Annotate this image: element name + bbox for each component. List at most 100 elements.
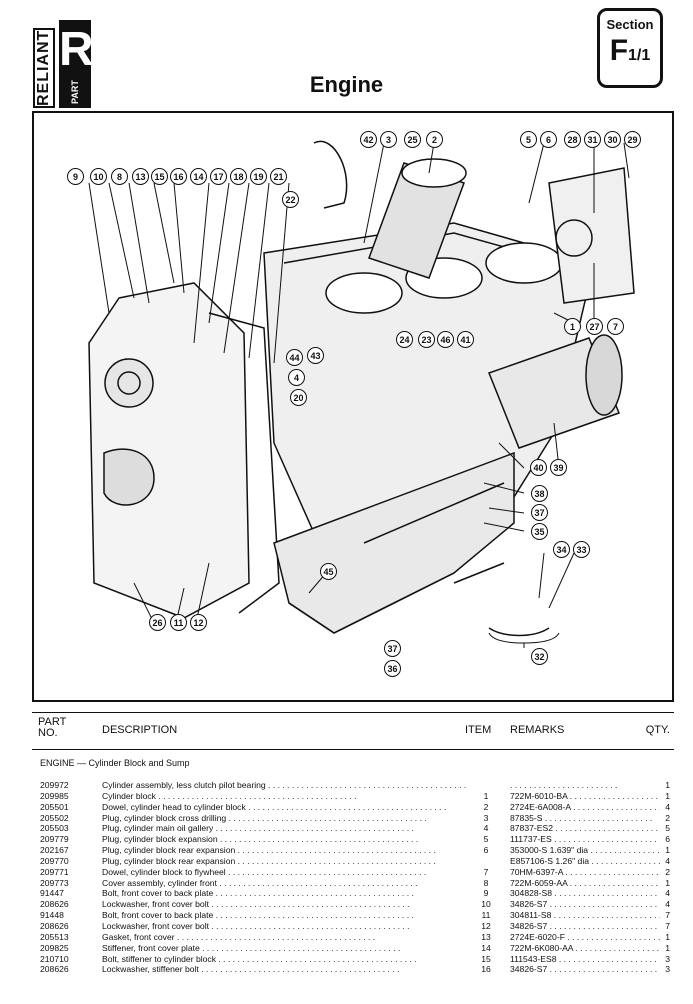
reliant-part-logo: RELIANT R PART [33,18,103,110]
part-description: Dowel, cylinder head to cylinder block .… [102,801,447,812]
part-no: 209985 [40,790,69,801]
callout-6: 6 [540,131,557,148]
item-number: 15 [481,953,491,964]
callout-15: 15 [151,168,168,185]
remarks: 34826-S7 . . . . . . . . . . . . . . . .… [510,899,658,910]
callout-23: 23 [418,331,435,348]
callout-18: 18 [230,168,247,185]
logo-r-box: R PART [59,20,94,108]
callout-34: 34 [553,541,570,558]
part-description: Dowel, cylinder block to flywheel . . . … [102,866,427,877]
item-number: 11 [481,910,491,921]
callout-32: 32 [531,648,548,665]
callout-3: 3 [380,131,397,148]
quantity: 7 [665,920,670,931]
page-title: Engine [309,72,384,97]
part-no: 208626 [40,899,69,910]
callout-13: 13 [132,168,149,185]
callout-9: 9 [67,168,84,185]
item-number: 5 [483,834,489,845]
part-no: 209770 [40,855,69,866]
callout-24: 24 [396,331,413,348]
callout-29: 29 [624,131,641,148]
item-number: 13 [481,931,491,942]
part-no: 205502 [40,812,69,823]
item-number: 8 [483,877,489,888]
quantity: 2 [665,866,670,877]
remarks: 87835-S . . . . . . . . . . . . . . . . … [510,812,653,823]
item-number: 9 [483,888,489,899]
remarks: 722M-6010-BA . . . . . . . . . . . . . .… [510,790,660,801]
callout-43: 43 [307,347,324,364]
part-description: Gasket, front cover . . . . . . . . . . … [102,931,376,942]
part-description: Cover assembly, cylinder front . . . . .… [102,877,418,888]
part-description: Plug, cylinder main oil gallery . . . . … [102,823,414,834]
part-no: 205503 [40,823,69,834]
part-no: 205513 [40,931,69,942]
quantity: 1 [665,780,670,790]
part-no: 208626 [40,920,69,931]
part-description: Plug, cylinder block expansion . . . . .… [102,834,419,845]
callout-11: 11 [170,614,187,631]
parts-table-header: PART NO. DESCRIPTION ITEM REMARKS QTY. [32,712,674,750]
remarks: 111543-ES8 . . . . . . . . . . . . . . .… [510,953,660,964]
part-description: Cylinder block . . . . . . . . . . . . .… [102,790,357,801]
part-no: 202167 [40,845,69,856]
callout-17: 17 [210,168,227,185]
callout-2: 2 [426,131,443,148]
engine-illustration [88,140,635,648]
remarks: 304811-S8 . . . . . . . . . . . . . . . … [510,910,660,921]
part-description: Lockwasher, stiffener bolt . . . . . . .… [102,964,400,975]
item-number: 10 [481,899,491,910]
header-description: DESCRIPTION [102,724,178,736]
table-row: 205501 Dowel, cylinder head to cylinder b… [40,802,670,813]
callout-7: 7 [607,318,624,335]
callout-1: 1 [564,318,581,335]
remarks: 353000-S 1.639" dia . . . . . . . . . . … [510,845,660,856]
quantity: 5 [665,823,670,834]
part-description: Bolt, front cover to back plate . . . . … [102,910,414,921]
part-description: Bolt, stiffener to cylinder block . . . … [102,953,417,964]
quantity: 7 [665,910,670,921]
callout-25: 25 [404,131,421,148]
callout-30: 30 [604,131,621,148]
callout-37-lower: 37 [384,640,401,657]
item-number: 4 [483,823,489,834]
quantity: 4 [665,801,670,812]
remarks: 2724E-6020-F . . . . . . . . . . . . . .… [510,931,660,942]
callout-8: 8 [111,168,128,185]
quantity: 4 [665,855,670,866]
callout-44: 44 [286,349,303,366]
part-no: 205501 [40,801,69,812]
remarks: . . . . . . . . . . . . . . . . . . . . … [510,780,618,790]
quantity: 1 [665,845,670,856]
quantity: 3 [665,953,670,964]
callout-31: 31 [584,131,601,148]
item-number: 1 [483,790,489,801]
callout-46: 46 [437,331,454,348]
part-no: 209779 [40,834,69,845]
section-code: F1/1 [609,34,651,67]
item-number: 7 [483,866,489,877]
remarks: 111737-ES . . . . . . . . . . . . . . . … [510,834,660,845]
section-badge: Section F1/1 [597,8,663,88]
callout-22: 22 [282,191,299,208]
header-part-no: PART NO. [38,716,67,739]
table-row: 209985 Cylinder block . . . . . . . . . .… [40,791,670,802]
remarks: 722M-6059-AA . . . . . . . . . . . . . .… [510,877,660,888]
quantity: 4 [665,899,670,910]
item-number: 2 [483,801,489,812]
remarks: 722M-6K080-AA . . . . . . . . . . . . . … [510,942,660,953]
part-no: 209972 [40,780,69,790]
callout-4: 4 [288,369,305,386]
callout-26: 26 [149,614,166,631]
header-item: ITEM [465,724,492,736]
